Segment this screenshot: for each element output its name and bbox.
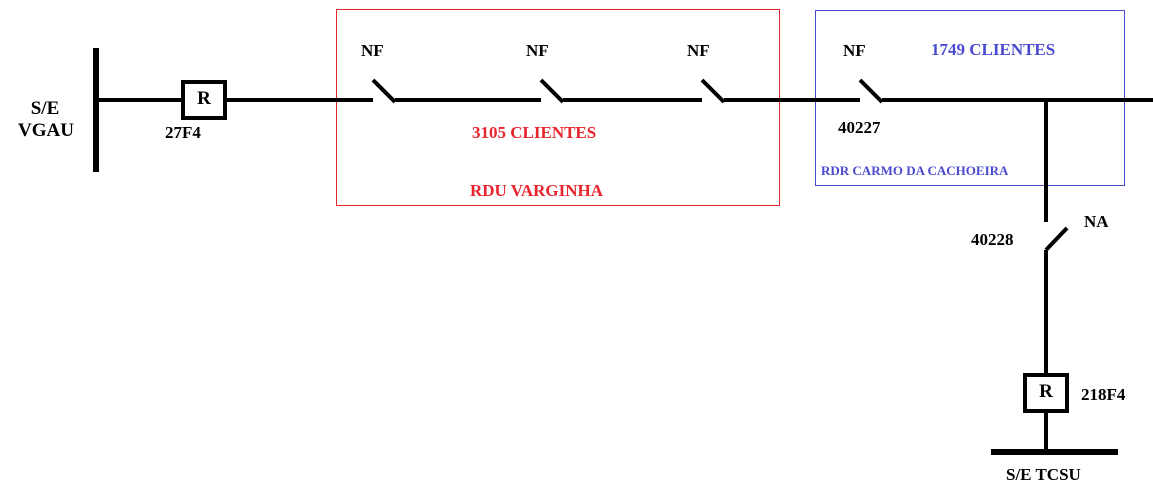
region-carmo-name: RDR CARMO DA CACHOEIRA: [821, 163, 1009, 178]
switch-blade-5-arm: [1044, 226, 1069, 252]
recloser-left-symbol: R: [197, 88, 211, 109]
switch-blade-3: [700, 78, 726, 104]
region-varginha-clients: 3105 CLIENTES: [472, 123, 597, 142]
switch-5-id: 40228: [971, 230, 1014, 249]
substation-bottom-label: S/E TCSU: [1006, 465, 1081, 484]
region-carmo-clients: 1749 CLIENTES: [931, 40, 1056, 59]
switch-2-state: NF: [526, 41, 549, 60]
switch-blade-1: [371, 78, 397, 104]
switch-blade-2: [539, 78, 565, 104]
switch-1-state: NF: [361, 41, 384, 60]
substation-left-line1: S/E: [30, 98, 60, 119]
switch-blade-4: [858, 78, 884, 104]
substation-left-line2: VGAU: [18, 120, 74, 141]
recloser-bottom-id: 218F4: [1081, 385, 1126, 404]
recloser-left-id: 27F4: [165, 123, 201, 142]
substation-left-label: S/E VGAU: [18, 98, 74, 142]
recloser-bottom-symbol: R: [1039, 381, 1053, 402]
region-varginha-box: [336, 9, 780, 206]
region-varginha-name: RDU VARGINHA: [470, 181, 604, 200]
switch-4-state: NF: [843, 41, 866, 60]
recloser-bottom-box: [1023, 373, 1069, 413]
recloser-left-box: [181, 80, 227, 120]
switch-5-state: NA: [1084, 212, 1109, 231]
switch-3-state: NF: [687, 41, 710, 60]
switch-4-id: 40227: [838, 118, 881, 137]
